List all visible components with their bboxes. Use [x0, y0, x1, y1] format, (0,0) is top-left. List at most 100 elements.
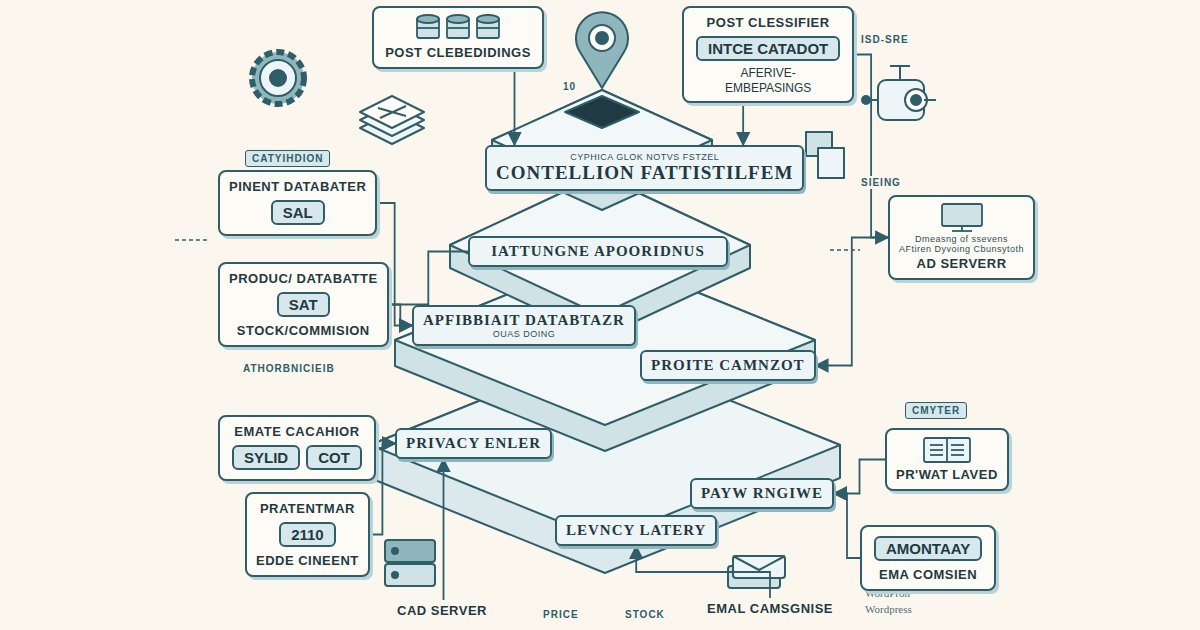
book-icon — [924, 438, 970, 462]
server-icon — [385, 564, 435, 586]
paper-stack — [378, 106, 406, 118]
node-text: CONTELLION FATTISTILFEM — [496, 162, 793, 184]
cylinder-icon — [477, 27, 499, 29]
connector — [443, 459, 445, 600]
classifier-box: POST CLESSIFIER INTCE CATADOT AFERIVE-EMBE… — [682, 6, 854, 103]
gear-icon — [260, 60, 296, 96]
book-icon — [930, 454, 943, 456]
box-icon — [818, 148, 844, 178]
node-heading: EMAL CAMSGNISE — [705, 601, 835, 616]
connector — [854, 55, 888, 238]
mail-icon — [733, 556, 785, 578]
pin-icon — [596, 32, 608, 44]
monitor-icon — [917, 202, 1007, 232]
email-label: EMAL CAMSGNISE — [700, 598, 840, 619]
node-text: AFERIVE- — [693, 66, 843, 80]
callout-number: 10 — [560, 80, 579, 93]
server-icon — [392, 548, 398, 554]
robot-icon — [905, 89, 927, 111]
book-icon — [902, 435, 992, 465]
stack-tier-box: IATTUNGNE APOORIDNUS — [468, 236, 728, 267]
node-heading: PRATENTMAR — [256, 501, 359, 516]
connector — [834, 460, 885, 494]
node-text: COT — [306, 445, 362, 470]
node-heading: PINENT DATABATER — [229, 179, 366, 194]
book-icon — [951, 444, 964, 446]
node-text: SAT — [277, 292, 330, 317]
node-text: EMA COMSIEN — [871, 567, 985, 582]
book-icon — [930, 449, 943, 451]
connector — [834, 494, 860, 559]
cylinder-icon — [413, 13, 503, 43]
node-text: AFtiren Dyvoing Cbunsytoth — [899, 244, 1024, 254]
stack-tier-box: PRIVACY ENLER — [395, 428, 552, 459]
database-box: PRODUC/ DATABATTESATSTOCK/COMMISION — [218, 262, 389, 347]
storage-box: POST CLEBEDIDINGS — [372, 6, 544, 69]
node-text: EMBEPASINGS — [693, 81, 843, 95]
cache-box: EMATE CACAHIORSYLIDCOT — [218, 415, 376, 481]
gear-icon — [270, 70, 286, 86]
cylinder-icon — [447, 15, 469, 23]
node-heading: POST CLEBEDIDINGS — [383, 45, 533, 60]
robot-icon — [862, 96, 870, 104]
stack-hole — [565, 96, 639, 128]
node-heading: Dmeasng of ssevens — [899, 234, 1024, 244]
node-heading: PROITE CAMNZOT — [651, 357, 805, 374]
node-text: SAL — [271, 200, 325, 225]
stack-tier-box: PROITE CAMNZOT — [640, 350, 816, 381]
section-label: CATYIHDION — [245, 150, 330, 167]
node-heading: AMONTAAY — [874, 536, 982, 561]
gear-icon — [252, 52, 304, 104]
database-box: PINENT DATABATER SAL — [218, 170, 377, 236]
partner-box: PRATENTMAR2110EDDE CINEENT — [245, 492, 370, 577]
book-icon — [951, 449, 964, 451]
leader-line — [175, 20, 870, 250]
connector — [742, 103, 744, 145]
pin-icon — [589, 25, 615, 51]
data-label: PRICE — [540, 608, 582, 621]
note-label: SIEING — [858, 176, 904, 189]
cylinder-icon — [417, 15, 439, 23]
robot-icon — [866, 66, 936, 100]
node-text: AD SERVERR — [899, 256, 1024, 271]
node-heading: PRIVACY ENLER — [406, 435, 541, 452]
node-heading: IATTUNGNE APOORIDNUS — [479, 243, 717, 260]
note-label: ISD-SRE — [858, 33, 912, 46]
node-text: STOCK/COMMISION — [229, 323, 378, 338]
ad-server-box: Dmeasng of ssevensAFtiren Dyvoing Cbunsy… — [888, 195, 1035, 280]
watermark: Wordpress — [862, 602, 915, 616]
server-label: CAD SERVER — [392, 600, 492, 621]
stack-tier-box: CYPHICA GLOK NOTVS FSTZELCONTELLION FATT… — [485, 145, 804, 191]
node-text: INTCE CATADOT — [696, 36, 840, 61]
node-text: SYLID — [232, 445, 300, 470]
pin-icon — [576, 12, 628, 88]
book-icon — [930, 444, 943, 446]
robot-icon — [911, 95, 921, 105]
mail-icon — [733, 556, 785, 570]
connector — [514, 69, 516, 145]
node-text: EDDE CINEENT — [256, 553, 359, 568]
monitor-icon — [952, 230, 972, 232]
stack-tier-box: APFIBBIAIT DATABTAZROUAS DOING — [412, 305, 636, 346]
section-label: CMYTER — [905, 402, 967, 419]
node-heading: PR'WAT LAVED — [896, 467, 998, 482]
monitor-icon — [942, 204, 982, 226]
connector — [816, 238, 888, 366]
cylinder-icon — [477, 15, 499, 23]
section-label: ATHORBNICIEIB — [240, 362, 338, 375]
book-icon — [946, 438, 948, 462]
node-heading: LEVNCY LATERY — [566, 522, 706, 539]
cylinder-icon — [417, 27, 439, 29]
connector — [636, 546, 770, 598]
robot-icon — [878, 80, 924, 120]
stack-tier-box: LEVNCY LATERY — [555, 515, 717, 546]
server-icon — [392, 572, 398, 578]
node-heading: POST CLESSIFIER — [693, 15, 843, 30]
book-icon — [951, 454, 964, 456]
node-heading: CYPHICA GLOK NOTVS FSTZEL — [496, 152, 793, 162]
connector — [389, 252, 468, 305]
connector — [389, 305, 412, 326]
paper-stack — [360, 96, 424, 128]
